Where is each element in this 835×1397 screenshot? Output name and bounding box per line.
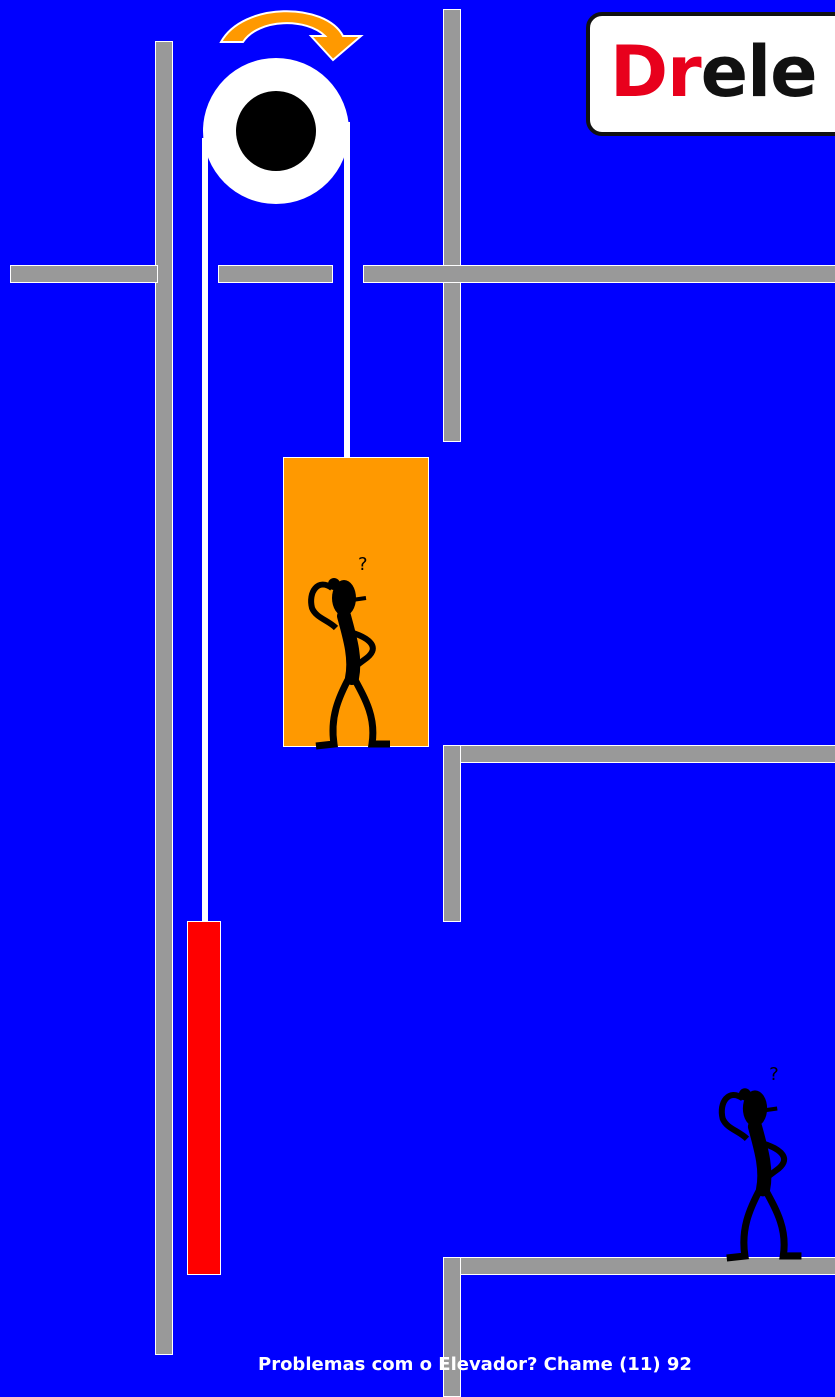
machine-room-floor-left — [10, 265, 158, 283]
confused-person-icon: ? — [294, 548, 394, 748]
elevator-cabin: ? — [283, 457, 429, 747]
machine-room-floor-middle — [218, 265, 333, 283]
logo-text: Drele — [610, 32, 817, 112]
svg-text:?: ? — [769, 1064, 779, 1085]
confused-person-icon: ? — [700, 1058, 810, 1260]
curved-arrow-icon — [215, 6, 375, 66]
counterweight-rope — [202, 138, 208, 922]
upper-floor-door-frame — [443, 745, 461, 922]
shaft-right-wall-top — [443, 9, 461, 442]
upper-floor-slab — [443, 745, 835, 763]
pulley-hub — [236, 91, 316, 171]
pulley-wheel — [203, 58, 349, 204]
machine-room-floor-right — [363, 265, 835, 283]
cabin-rope — [344, 122, 350, 458]
logo-text-red: Dr — [610, 31, 701, 113]
svg-text:?: ? — [358, 554, 368, 575]
logo-text-black: ele — [701, 31, 817, 113]
company-logo: Drele — [586, 12, 835, 136]
counterweight — [187, 921, 221, 1275]
shaft-left-wall — [155, 41, 173, 1355]
footer-advert: Problemas com o Elevador? Chame (11) 92 — [0, 1347, 835, 1383]
